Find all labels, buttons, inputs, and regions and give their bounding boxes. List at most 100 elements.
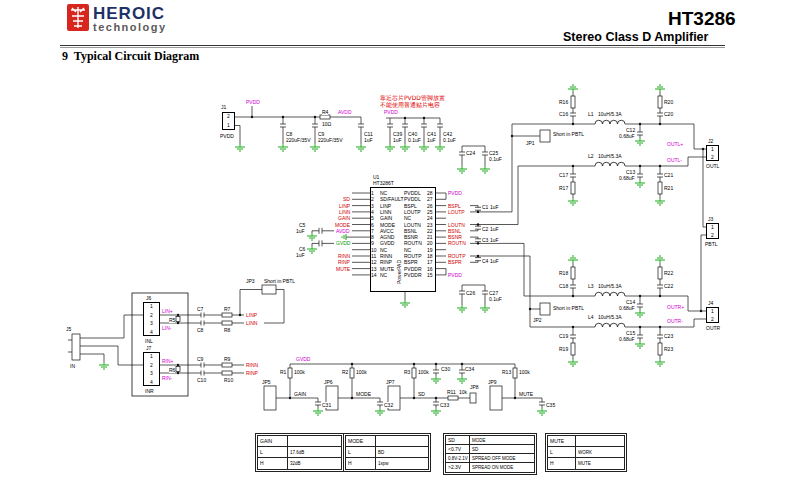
net-label: LIN+: [162, 308, 173, 314]
component-label: C1: [482, 204, 488, 210]
component-label: C24: [466, 150, 475, 156]
component-label: R8: [224, 327, 230, 333]
component-label: LOUTP: [404, 209, 421, 215]
net-label: BSPR: [448, 259, 462, 265]
table-text: <0.7V: [446, 445, 469, 454]
component-label: JP2: [533, 317, 542, 323]
component-label: C3: [482, 237, 488, 243]
net-label: OUTR-: [667, 318, 683, 324]
component-label: 4: [371, 209, 374, 215]
component-label: 0.1uF: [408, 137, 421, 143]
net-label: RINN: [246, 362, 258, 368]
component-label: BSPR: [404, 259, 418, 265]
component-label: OUTL: [706, 163, 719, 169]
component-label: 1: [371, 190, 374, 196]
table-cell: H: [346, 458, 376, 469]
component-label: 6: [371, 222, 374, 228]
table-text: H: [346, 458, 375, 469]
component-label: 1uF: [393, 137, 402, 143]
agnd-symbol: [342, 234, 346, 240]
component-label: 10uH/5.3A: [598, 111, 622, 117]
component-label: C4: [482, 258, 488, 264]
pin-number: 4: [144, 328, 159, 337]
net-label: GAIN: [338, 215, 350, 221]
pin-number: 3: [144, 319, 159, 328]
design-note: 靠近芯片PVDD管脚放置: [380, 94, 445, 101]
table-text: 1spw: [376, 458, 428, 469]
component-label: PVDDL: [404, 190, 421, 196]
component-label: R4: [322, 109, 328, 115]
net-label: BSNR: [448, 234, 462, 240]
component-label: C23: [664, 333, 673, 339]
component-label: J3: [708, 216, 713, 222]
component-label: GVDD: [380, 240, 394, 246]
page-title: 9 Typical Circuit Diagram: [62, 49, 199, 63]
component-label: 22: [427, 228, 433, 234]
inductor-symbols: [595, 120, 625, 327]
component-label: C34: [465, 366, 474, 372]
connector-header: 21: [222, 112, 235, 130]
component-label: R18: [559, 270, 568, 276]
net-label: PVDD: [384, 109, 398, 115]
component-label: PVDD: [220, 133, 234, 139]
pin-number: 1: [707, 307, 718, 315]
table-cell: >2.3V: [446, 463, 470, 472]
pin-number: 2: [707, 153, 718, 161]
net-label: BSPL: [448, 203, 461, 209]
table-cell: MODE: [346, 436, 376, 447]
component-label: LINP: [380, 203, 391, 209]
component-label: 220uF/35V: [318, 137, 342, 143]
component-label: L4: [588, 314, 594, 320]
table-text: MODE: [346, 436, 375, 447]
component-label: MODE: [380, 222, 395, 228]
component-label: C22: [664, 283, 673, 289]
component-label: PVDDL: [404, 196, 421, 202]
component-label: R2: [342, 369, 348, 375]
component-label: R6: [169, 367, 175, 373]
component-label: 1uF: [490, 237, 499, 243]
table-cell: WORK: [576, 447, 624, 458]
component-label: C33: [440, 402, 449, 408]
table-cell: SD: [446, 436, 470, 445]
net-label: LIN-: [162, 325, 171, 331]
component-label: 3: [371, 203, 374, 209]
net-label: LOUTN: [448, 222, 465, 228]
table-cell: SD: [470, 445, 534, 454]
part-designator: HT3286T: [373, 180, 394, 186]
component-label: BSNR: [404, 234, 418, 240]
pin-number: 4: [144, 378, 159, 387]
component-label: R10: [224, 377, 233, 383]
component-label: 17: [427, 259, 433, 265]
component-label: C9: [197, 356, 203, 362]
component-label: NC: [380, 272, 387, 278]
component-label: JP9: [488, 379, 497, 385]
component-label: 0.68uF: [619, 336, 635, 342]
table-text: GAIN: [258, 436, 287, 447]
table-text: MUTE: [576, 458, 624, 469]
table-text: 17.6dB: [288, 447, 341, 458]
component-label: 24: [427, 215, 433, 221]
component-label: AGND: [380, 234, 394, 240]
component-label: C19: [559, 333, 568, 339]
component-label: ROUTP: [404, 253, 422, 259]
component-label: 100k: [356, 369, 367, 375]
table-text: H: [548, 458, 575, 469]
net-label: LINP: [339, 203, 350, 209]
component-label: AVCC: [380, 228, 394, 234]
design-note: 不能使用普通贴片电容: [380, 101, 440, 108]
net-label: LINN: [246, 320, 257, 326]
truth-table: GAINL17.6dBH32dB: [255, 433, 344, 472]
component-label: J7: [146, 345, 151, 351]
component-label: R3: [404, 369, 410, 375]
component-label: 18: [427, 253, 433, 259]
pin-number: 3: [144, 369, 159, 378]
component-label: R20: [664, 99, 673, 105]
component-label: 0.68uF: [619, 305, 635, 311]
connector-header: 1234: [143, 302, 160, 336]
component-label: J1: [221, 104, 226, 110]
component-label: 10uH/5.3A: [598, 314, 622, 320]
component-label: 0.1uF: [489, 296, 502, 302]
pin-number: 2: [223, 112, 234, 121]
net-label: GVDD: [336, 240, 350, 246]
